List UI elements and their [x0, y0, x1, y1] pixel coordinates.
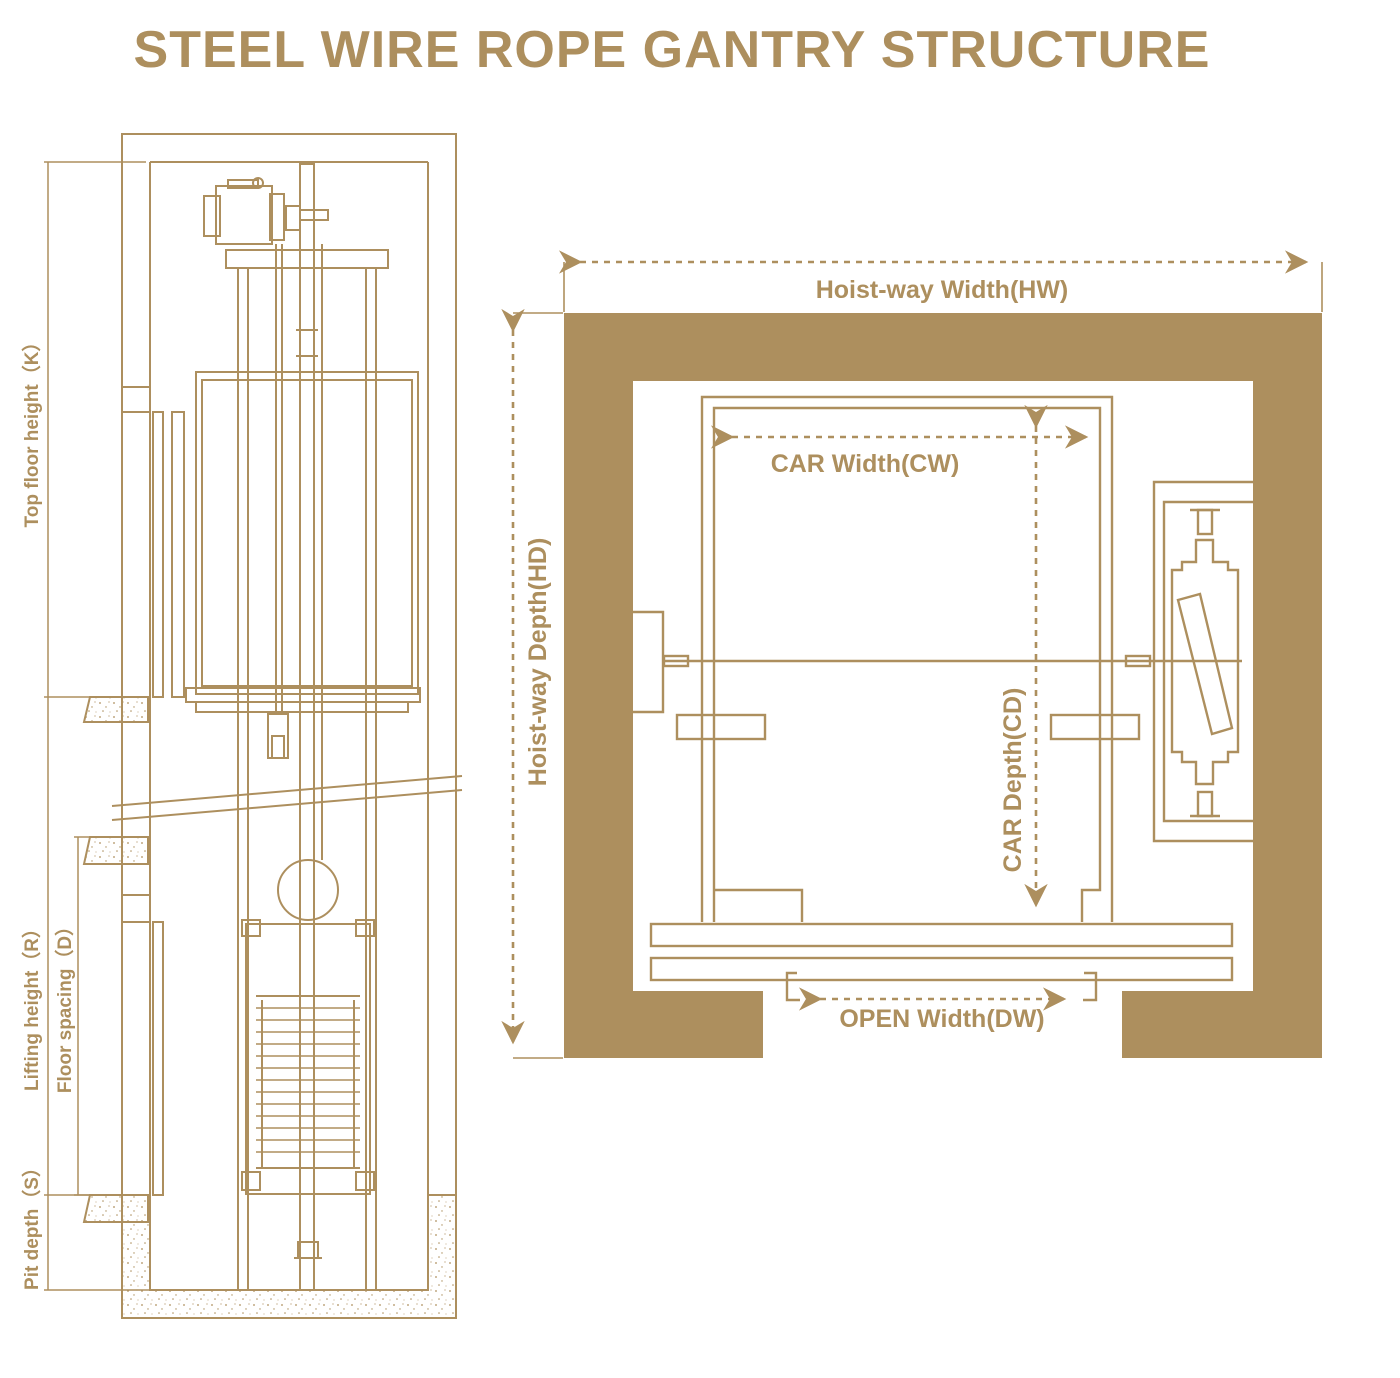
counterweight	[241, 859, 375, 1195]
section-labels: Top floor height（K） Lifting height（R） Fl…	[20, 333, 76, 1290]
door-jambs	[785, 971, 1098, 1002]
label-floor-spacing: Floor spacing（D）	[53, 917, 76, 1093]
car-sills	[649, 922, 1234, 982]
counterweight-plan	[1152, 480, 1253, 843]
break-line	[111, 775, 463, 821]
car-body-plan	[700, 395, 1114, 922]
label-open-width: OPEN Width(DW)	[839, 1005, 1044, 1033]
wire-ropes	[275, 244, 323, 860]
floor-slab-upper	[82, 696, 149, 723]
floor-slab-lower	[82, 1194, 149, 1223]
page-title: STEEL WIRE ROPE GANTRY STRUCTURE	[133, 21, 1211, 79]
label-car-width: CAR Width(CW)	[771, 450, 960, 478]
plan-view: Hoist-way Width(HW) Hoist-way Depth(HD) …	[501, 250, 1323, 1059]
counterweight-blocks	[256, 1007, 360, 1153]
floor-slab-middle	[82, 836, 149, 865]
label-pit-depth: Pit depth（S）	[20, 1158, 43, 1290]
landing-door-lower	[122, 894, 164, 1196]
plan-labels: Hoist-way Width(HW) Hoist-way Depth(HD) …	[524, 276, 1068, 1033]
landing-door-upper	[122, 386, 185, 698]
label-hoistway-depth: Hoist-way Depth(HD)	[524, 538, 552, 787]
pit	[121, 1194, 457, 1319]
elevator-car	[185, 371, 421, 759]
label-car-depth: CAR Depth(CD)	[999, 688, 1027, 873]
traction-machine	[203, 177, 389, 269]
label-top-floor-height: Top floor height（K）	[20, 333, 43, 528]
label-hoistway-width: Hoist-way Width(HW)	[816, 276, 1069, 304]
guide-rails	[237, 163, 377, 1291]
plan-dimensions	[501, 250, 1323, 1059]
section-view	[44, 133, 463, 1319]
pit-buffer	[294, 1241, 322, 1259]
label-lifting-height: Lifting height（R）	[20, 919, 43, 1091]
dimension-lines	[44, 161, 150, 1291]
car-guides	[633, 610, 1242, 741]
